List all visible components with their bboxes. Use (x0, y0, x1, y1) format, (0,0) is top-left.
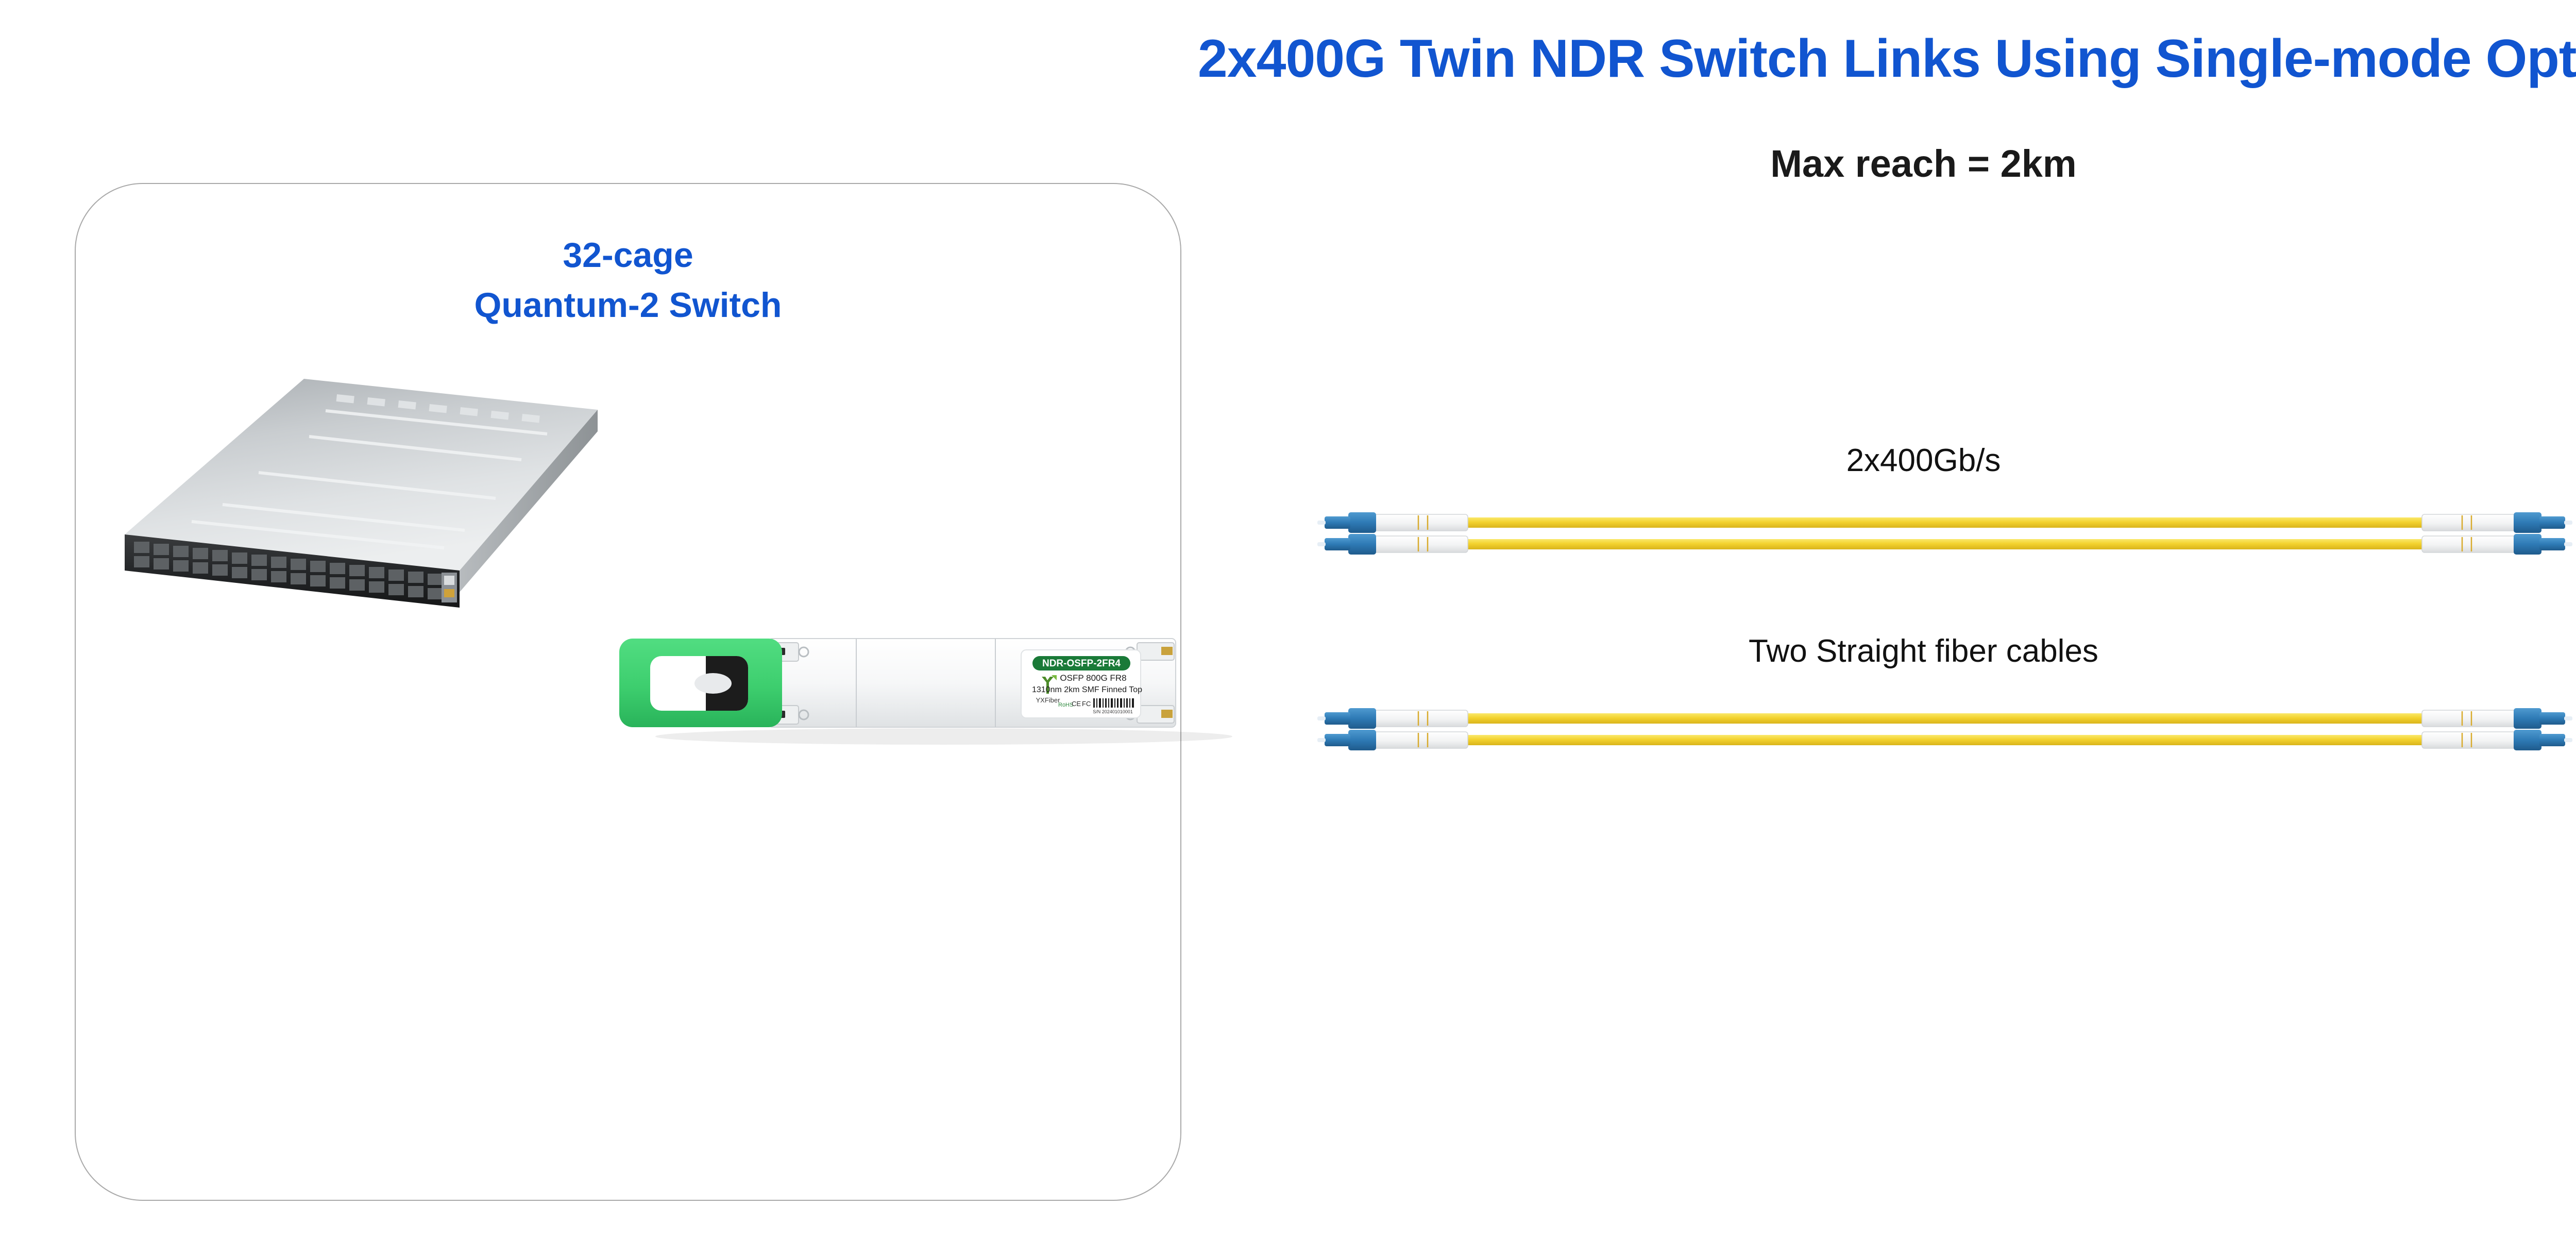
left-switch-title-line2: Quantum-2 Switch (474, 285, 782, 325)
barcode-icon (1093, 698, 1134, 708)
transceiver-brand: YXFiber (1036, 696, 1061, 704)
left-switch-chassis-image (104, 354, 640, 663)
transceiver-graphic: NDR-OSFP-2FR4 YXFiber OSFP 800G FR8 1310… (619, 638, 1232, 745)
page-title: 2x400G Twin NDR Switch Links Using Singl… (1197, 29, 2576, 89)
transceiver-part-badge (1032, 656, 1130, 671)
transceiver-serial: S/N 202401010001 (1093, 709, 1133, 714)
fiber-cable-graphic (1317, 512, 2572, 555)
max-reach-label: Max reach = 2km (1770, 142, 2077, 185)
fiber-cable-top (1285, 505, 2576, 567)
link-speed-label: 2x400Gb/s (1846, 443, 2001, 478)
yxfiber-logo-icon (1042, 675, 1057, 694)
left-switch-panel: 32-cage Quantum-2 Switch (75, 183, 1232, 1201)
transceiver-part-number: NDR-OSFP-2FR4 (1042, 658, 1121, 669)
left-transceiver-module: NDR-OSFP-2FR4 YXFiber OSFP 800G FR8 1310… (614, 627, 1258, 751)
switch-port-cages (134, 542, 443, 599)
fiber-cable-graphic (1317, 708, 2572, 750)
transceiver-spec-line2: 1310nm 2km SMF Finned Top (1032, 685, 1142, 694)
left-switch-title-line1: 32-cage (563, 236, 693, 275)
svg-text:RoHS: RoHS (1058, 702, 1073, 708)
svg-text:FC: FC (1082, 700, 1091, 708)
transceiver-spec-line1: OSFP 800G FR8 (1060, 673, 1126, 683)
left-switch-title: 32-cage Quantum-2 Switch (76, 230, 1180, 330)
switch-graphic (125, 379, 598, 608)
svg-text:CE: CE (1072, 700, 1081, 708)
fiber-cable-bottom (1285, 701, 2576, 763)
cable-count-label: Two Straight fiber cables (1749, 633, 2098, 669)
compliance-marks-icon: RoHS CE FC (1058, 700, 1091, 708)
